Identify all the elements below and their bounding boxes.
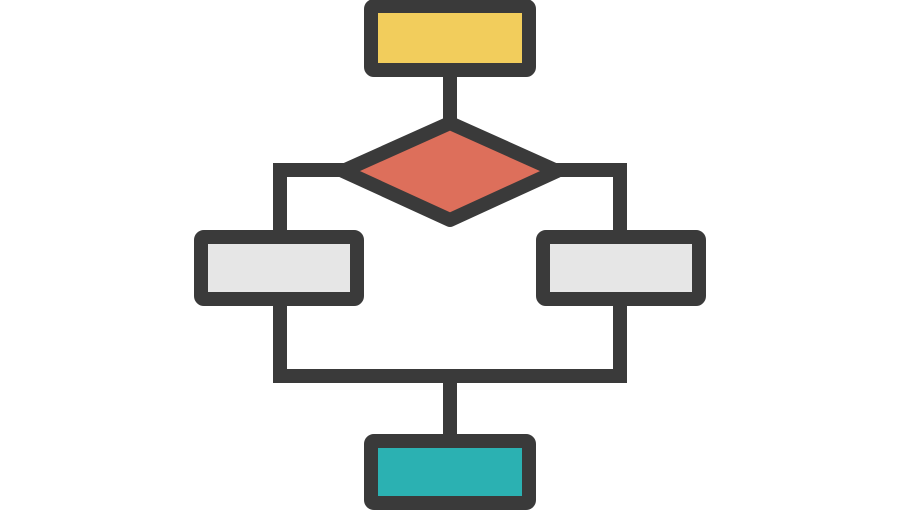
decision-diamond <box>336 116 564 227</box>
connector-decision-to-left-process <box>273 163 349 242</box>
connector-left-process-to-merge <box>273 295 457 383</box>
connector-decision-to-right-process <box>551 163 627 242</box>
connector-right-process-to-merge <box>443 295 627 383</box>
end-box <box>364 434 536 510</box>
start-box <box>364 0 536 77</box>
connector-lines <box>273 67 627 447</box>
right-process-box <box>536 230 706 306</box>
left-process-box <box>194 230 364 306</box>
